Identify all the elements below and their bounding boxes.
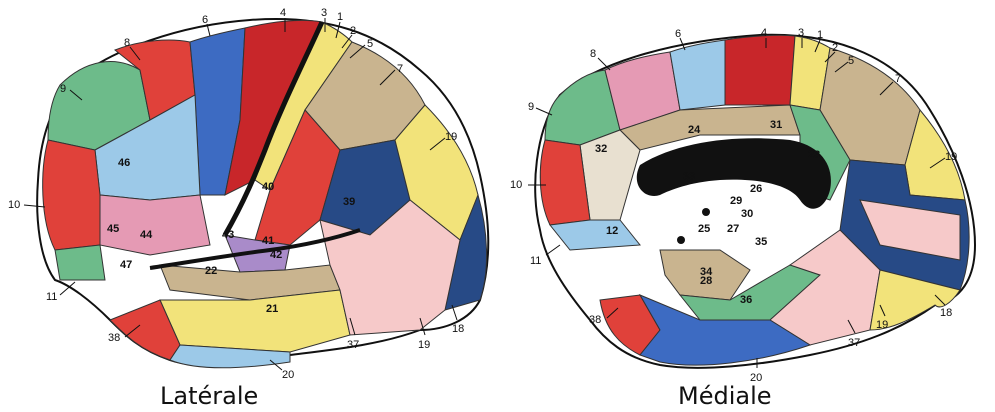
lateral-label-22: 22 [205,265,217,277]
medial-label-11: 11 [530,255,541,267]
medial-label-36: 36 [740,294,752,306]
lateral-label-21: 21 [266,303,278,315]
medial-area-12-11 [550,220,640,250]
medial-label-6: 6 [675,28,681,40]
medial-label-24: 24 [688,124,701,136]
lateral-label-11: 11 [46,291,57,303]
medial-dot-upper [702,208,710,216]
lateral-view: 4 3 1 2 5 6 8 7 9 19 46 10 40 39 45 44 [8,7,488,410]
lateral-label-5: 5 [367,38,373,50]
lateral-caption: Latérale [160,382,258,410]
lateral-label-7: 7 [397,63,403,75]
medial-label-9: 9 [528,101,534,113]
lateral-area-47 [55,245,105,280]
lateral-label-38: 38 [108,332,120,344]
lateral-label-46: 46 [118,157,130,169]
medial-view: 4 3 1 2 5 6 8 7 9 24 31 32 23 19 10 33 [510,27,975,410]
medial-label-33: 33 [683,171,695,183]
medial-label-10: 10 [510,179,522,191]
medial-label-29: 29 [730,195,742,207]
lateral-label-47: 47 [120,259,132,271]
lateral-label-8: 8 [124,37,130,49]
lateral-label-41: 41 [262,235,274,247]
lateral-label-6: 6 [202,14,208,26]
medial-label-19-lower: 19 [876,319,888,331]
lateral-label-43: 43 [222,229,234,241]
medial-label-37: 37 [848,337,860,349]
lateral-label-3: 3 [321,7,327,19]
lateral-label-42: 42 [270,249,282,261]
lateral-label-4: 4 [280,7,286,19]
medial-label-1: 1 [817,29,823,41]
lateral-label-39: 39 [343,196,355,208]
medial-label-8: 8 [590,48,596,60]
lateral-label-40: 40 [262,181,274,193]
lateral-label-10: 10 [8,199,20,211]
medial-label-25: 25 [698,223,710,235]
medial-label-35: 35 [755,236,767,248]
lateral-area-10 [43,140,100,250]
medial-area-32 [580,130,640,220]
medial-label-4: 4 [761,27,767,39]
medial-label-2: 2 [832,42,838,54]
lateral-label-9: 9 [60,83,66,95]
medial-dot-lower [677,236,685,244]
medial-label-3: 3 [798,27,804,39]
lateral-label-1: 1 [337,11,343,23]
medial-area-4 [725,35,795,105]
medial-area-6 [670,40,725,110]
lateral-label-2: 2 [350,25,356,37]
medial-label-32: 32 [595,143,607,155]
medial-label-38: 38 [589,314,601,326]
medial-label-26: 26 [750,183,762,195]
medial-caption: Médiale [678,382,772,410]
lateral-label-44: 44 [140,229,153,241]
medial-label-28: 28 [700,275,712,287]
medial-label-30: 30 [741,208,753,220]
medial-label-7: 7 [895,73,901,85]
medial-label-5: 5 [848,55,854,67]
medial-label-31: 31 [770,119,782,131]
lateral-label-45: 45 [107,223,119,235]
medial-label-12: 12 [606,225,618,237]
lateral-label-20: 20 [282,369,294,381]
medial-label-18: 18 [940,307,952,319]
medial-label-23: 23 [808,149,820,161]
lateral-label-19: 19 [445,131,457,143]
lateral-label-19-lower: 19 [418,339,430,351]
lateral-label-18: 18 [452,323,464,335]
medial-label-27: 27 [727,223,739,235]
medial-label-19: 19 [945,151,957,163]
lateral-area-21 [160,290,350,352]
lateral-label-37: 37 [347,339,359,351]
